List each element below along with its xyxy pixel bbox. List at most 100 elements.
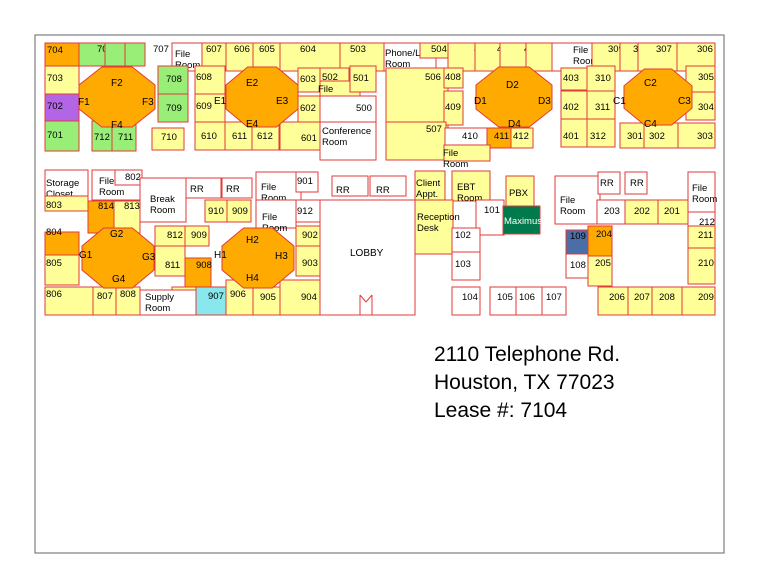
room-fill: [541, 286, 567, 316]
room-fill: [385, 67, 449, 129]
cluster-label-d2: D2: [506, 80, 519, 91]
room-fill: [597, 171, 621, 195]
room-812: 812: [154, 225, 186, 247]
room-fill: [225, 42, 254, 72]
room-702: 702: [44, 93, 80, 122]
room-104: 104: [451, 286, 481, 316]
cluster-label-f4: F4: [111, 120, 123, 131]
room-910: 910: [204, 199, 228, 223]
room-210: 210: [687, 247, 716, 285]
room-107: 107: [541, 286, 567, 316]
room-fill: [597, 286, 629, 316]
room-409: 409: [443, 90, 464, 126]
room-805: 805: [44, 254, 80, 286]
cluster-label-c1: C1: [613, 96, 626, 107]
room-label: 704: [47, 45, 63, 56]
room-layer: 704705706707FileRoom607606605604503Phone…: [44, 42, 717, 316]
room-rr: RR: [331, 175, 369, 197]
room-fill: [124, 42, 146, 67]
room-205: 205: [587, 255, 613, 287]
room-610: 610: [194, 121, 226, 151]
room-fill: [560, 90, 588, 120]
cluster-label-e2: E2: [246, 78, 259, 89]
room-fill: [385, 121, 447, 161]
room-label: 411: [494, 131, 509, 142]
room-label: 804: [46, 227, 62, 238]
room-fill: [226, 199, 252, 223]
room-label: 201: [664, 206, 680, 217]
room-fill: [451, 286, 481, 316]
room-fill: [184, 257, 212, 289]
room-label: 105: [497, 292, 513, 303]
room-fill: [510, 127, 534, 149]
room-fill: [252, 42, 281, 72]
room-602: 602: [297, 95, 321, 124]
room-label: 507: [426, 124, 442, 135]
room-label: 104: [462, 292, 478, 303]
room-fill: [252, 286, 281, 316]
room-fill: [525, 42, 553, 72]
room-label: 604: [300, 44, 316, 55]
room-label: 501: [353, 73, 369, 84]
room-301: 301: [619, 122, 645, 149]
room-label: 605: [259, 44, 275, 55]
room-label: 709: [166, 103, 182, 114]
cluster-shape: [221, 227, 295, 289]
room-label: 506: [425, 72, 441, 83]
room-fill: [44, 254, 80, 286]
room-fill: [596, 199, 626, 225]
room-rr: RR: [369, 175, 407, 197]
cluster-label-g4: G4: [112, 274, 126, 285]
cluster-label-h2: H2: [246, 235, 259, 246]
cluster-shape: [78, 66, 156, 128]
room-fill: [139, 289, 197, 316]
room-rr: RR: [185, 177, 222, 199]
room-label: 211: [698, 230, 713, 241]
room-212: 212: [687, 211, 716, 228]
cluster-shape: [81, 227, 155, 289]
room-label: 912: [297, 206, 313, 217]
room-label: 402: [563, 102, 579, 113]
room-label: 910: [208, 206, 224, 217]
cluster-label-c3: C3: [678, 96, 691, 107]
room-label: 410: [462, 131, 478, 142]
cluster-label-h1: H1: [214, 250, 227, 261]
room-109: 109: [565, 229, 589, 255]
room-fill: [474, 42, 501, 72]
room-fill: [44, 286, 94, 316]
room-311: 311: [586, 90, 616, 120]
room-label: RR: [226, 184, 240, 195]
cluster-label-c2: C2: [644, 78, 657, 89]
room-fill: [414, 199, 454, 255]
room-label: 909: [191, 230, 207, 241]
room-label: RR: [630, 178, 644, 189]
entry-doors: [359, 294, 373, 315]
room-902: 902: [295, 225, 321, 247]
cluster-shape: [225, 66, 299, 128]
room-912: 912: [295, 199, 321, 223]
room-label: 101: [484, 205, 500, 216]
room-fill: [349, 65, 377, 93]
room-108: 108: [565, 253, 589, 279]
room-fill: [637, 42, 678, 72]
room-label: 707: [153, 44, 169, 55]
room-label: 503: [350, 44, 366, 55]
room-fill: [104, 42, 126, 67]
room-label: 106: [519, 292, 535, 303]
room-fill: [157, 65, 189, 95]
room-label: 202: [634, 206, 650, 217]
room-fill: [627, 286, 653, 316]
room-507: 507: [385, 121, 447, 161]
room-fill: [443, 90, 464, 126]
room-fill: [295, 171, 319, 193]
room-fill: [677, 122, 716, 149]
room-maximus: Maximus: [502, 205, 542, 235]
